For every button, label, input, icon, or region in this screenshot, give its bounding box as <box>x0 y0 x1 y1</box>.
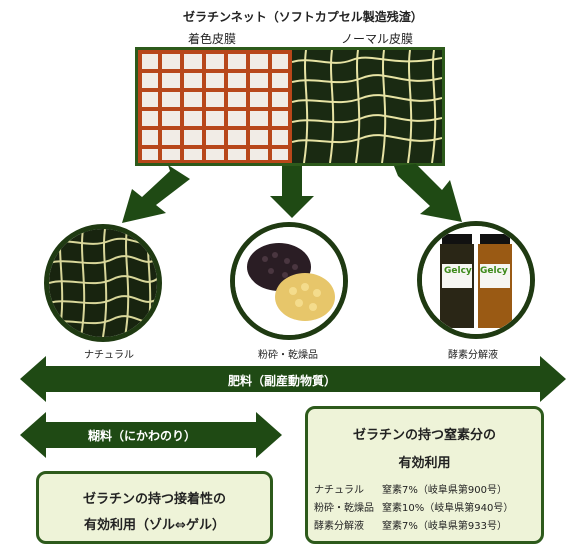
registration-detail-3: 窒素7%（岐阜県第933号） <box>382 521 507 532</box>
natural-circle <box>44 224 162 342</box>
nitrogen-box-line2: 有効利用 <box>398 456 451 471</box>
glue-label: 糊料（にかわのり） <box>88 429 197 443</box>
normal-film-label: ノーマル皮膜 <box>341 32 414 46</box>
fertilizer-label: 肥料（副産動物質） <box>228 374 337 388</box>
enzyme-jars-image <box>422 226 530 334</box>
normal-film-photo <box>292 50 442 163</box>
adhesive-box-line1: ゼラチンの持つ接着性の <box>82 492 226 507</box>
arrow-to-enzyme <box>384 164 464 224</box>
registration-name-1: ナチュラル <box>314 485 364 496</box>
jar-brand-left: Gelcy <box>444 266 472 276</box>
arrow-to-powder <box>270 166 314 218</box>
colored-film-photo <box>138 50 292 163</box>
registration-detail-2: 窒素10%（岐阜県第940号） <box>382 503 514 514</box>
jar-brand-right: Gelcy <box>480 266 508 276</box>
natural-label: ナチュラル <box>84 350 134 361</box>
adhesive-box-line2: 有効利用（ゾル⇔ゲル） <box>84 518 225 533</box>
colored-net-pattern <box>138 50 292 163</box>
registration-name-3: 酵素分解液 <box>314 521 364 532</box>
normal-net-pattern <box>292 50 442 163</box>
registration-name-2: 粉砕・乾燥品 <box>314 503 374 514</box>
glue-bar <box>20 412 282 462</box>
gelatin-net-photo-frame <box>135 47 445 166</box>
arrow-to-natural <box>120 165 200 225</box>
powder-image <box>235 227 343 335</box>
diagram-title: ゼラチンネット（ソフトカプセル製造残渣） <box>183 10 423 24</box>
nitrogen-box-line1: ゼラチンの持つ窒素分の <box>352 428 496 443</box>
enzyme-circle <box>417 221 535 339</box>
nitrogen-use-box <box>305 406 544 544</box>
adhesive-use-box <box>36 471 273 544</box>
fertilizer-bar <box>20 356 566 406</box>
powder-circle <box>230 222 348 340</box>
registration-detail-1: 窒素7%（岐阜県第900号） <box>382 485 507 496</box>
natural-net-image <box>49 229 157 337</box>
powder-label: 粉砕・乾燥品 <box>258 350 318 361</box>
enzyme-label: 酵素分解液 <box>448 350 498 361</box>
colored-film-label: 着色皮膜 <box>188 32 237 46</box>
